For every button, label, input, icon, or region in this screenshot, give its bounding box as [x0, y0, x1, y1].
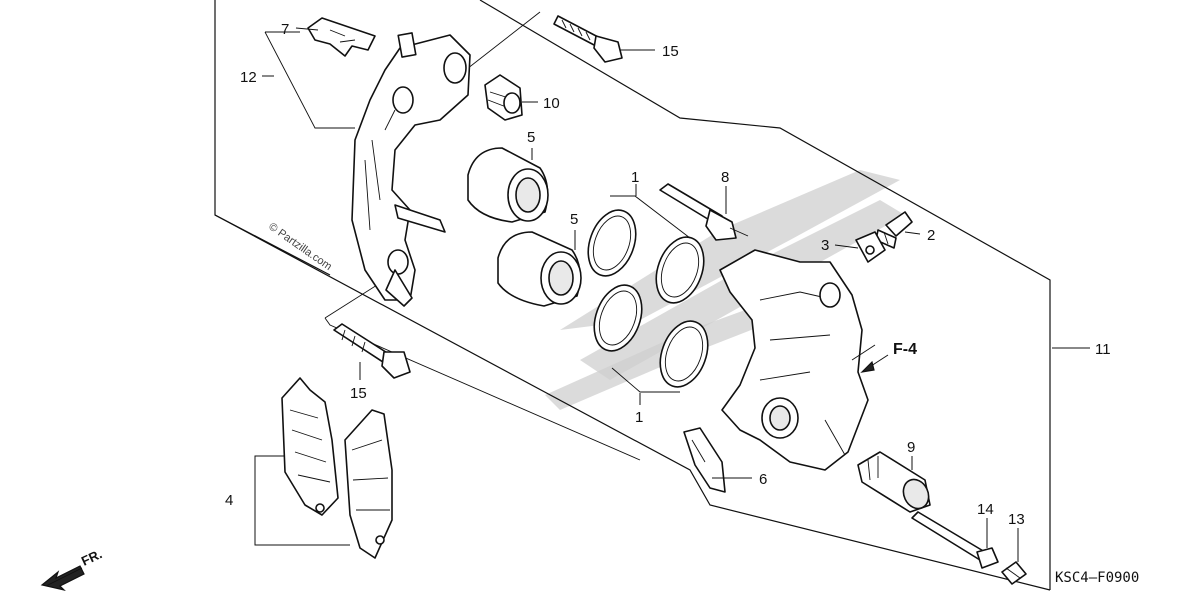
pin-boot — [857, 451, 931, 513]
pad-retainer — [683, 427, 726, 493]
bleeder-cap — [855, 231, 886, 263]
callout-11: 11 — [1095, 341, 1111, 358]
piston-lower — [497, 231, 582, 307]
callout-15-upper: 15 — [662, 43, 679, 60]
callout-14: 14 — [977, 501, 994, 518]
callout-5-lower: 5 — [570, 211, 578, 228]
ref-arrow — [860, 354, 889, 373]
caliper-bracket — [351, 32, 471, 307]
leader-lines — [254, 27, 1090, 562]
callout-13: 13 — [1008, 511, 1025, 528]
callout-12: 12 — [240, 69, 257, 86]
callout-8: 8 — [721, 169, 729, 186]
callout-9: 9 — [907, 439, 915, 456]
piston-seal-rings — [587, 209, 709, 388]
brake-pad-rear — [344, 409, 393, 559]
pin-plug — [1001, 561, 1027, 585]
drawing-code: KSC4–F0900 — [1055, 570, 1139, 586]
pad-spring-clip — [307, 17, 376, 57]
callout-1-upper: 1 — [631, 169, 639, 186]
boot-seal — [484, 74, 523, 121]
caliper-body — [719, 249, 876, 471]
direction-label: FR. — [79, 546, 104, 568]
callout-4: 4 — [225, 492, 233, 509]
assembly-outline — [214, 0, 1051, 591]
ref-label: F-4 — [893, 341, 917, 358]
callout-2: 2 — [927, 227, 935, 244]
callout-3: 3 — [821, 237, 829, 254]
pad-pin — [911, 511, 999, 569]
callout-15-lower: 15 — [350, 385, 367, 402]
callout-7: 7 — [281, 21, 289, 38]
front-direction-arrow-icon — [40, 565, 85, 592]
callout-1-lower: 1 — [635, 409, 643, 426]
bolt-top — [553, 15, 623, 63]
bleeder-screw — [875, 211, 913, 249]
bolt-lower — [333, 323, 411, 379]
piston-upper — [467, 147, 549, 223]
slide-pin — [659, 183, 749, 241]
callout-5-upper: 5 — [527, 129, 535, 146]
callout-6: 6 — [759, 471, 767, 488]
callout-10: 10 — [543, 95, 560, 112]
brake-pad-front — [281, 377, 339, 516]
seal-group-lines — [610, 195, 691, 393]
